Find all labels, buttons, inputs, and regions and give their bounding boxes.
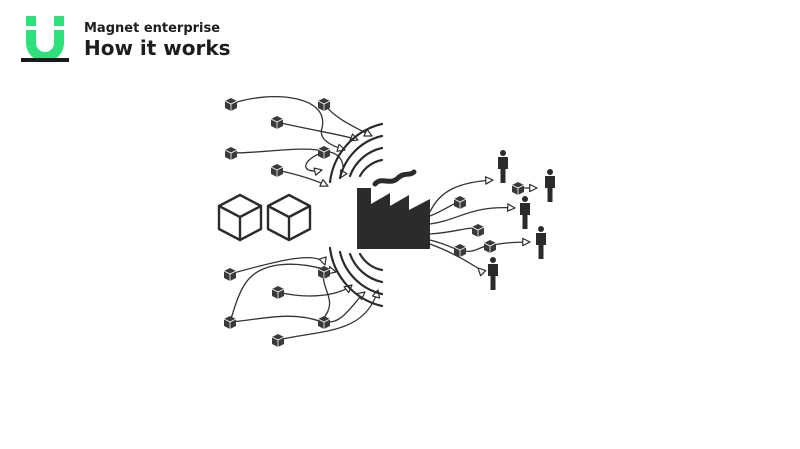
cube-icon: [484, 240, 496, 253]
cube-icon: [272, 286, 284, 299]
person-icon: [520, 196, 530, 229]
input-flow-lines-bottom: [230, 258, 378, 340]
cube-icon: [318, 146, 330, 159]
large-cube-icon: [268, 195, 310, 240]
cube-icon: [272, 334, 284, 347]
person-icon: [545, 169, 555, 202]
cube-icon: [271, 164, 283, 177]
large-cube-icon: [219, 195, 261, 240]
person-icon: [536, 226, 546, 259]
cube-icon: [225, 98, 237, 111]
person-icon: [498, 150, 508, 183]
cube-icon: [271, 116, 283, 129]
cube-icon: [318, 316, 330, 329]
cube-icon: [472, 224, 484, 237]
output-cubes: [454, 182, 524, 257]
person-icon: [488, 257, 498, 290]
cube-icon: [224, 268, 236, 281]
factory-icon: [357, 172, 430, 249]
cube-icon: [512, 182, 524, 195]
cube-icon: [454, 196, 466, 209]
customers: [488, 150, 555, 290]
cube-icon: [225, 147, 237, 160]
cube-icon: [224, 316, 236, 329]
